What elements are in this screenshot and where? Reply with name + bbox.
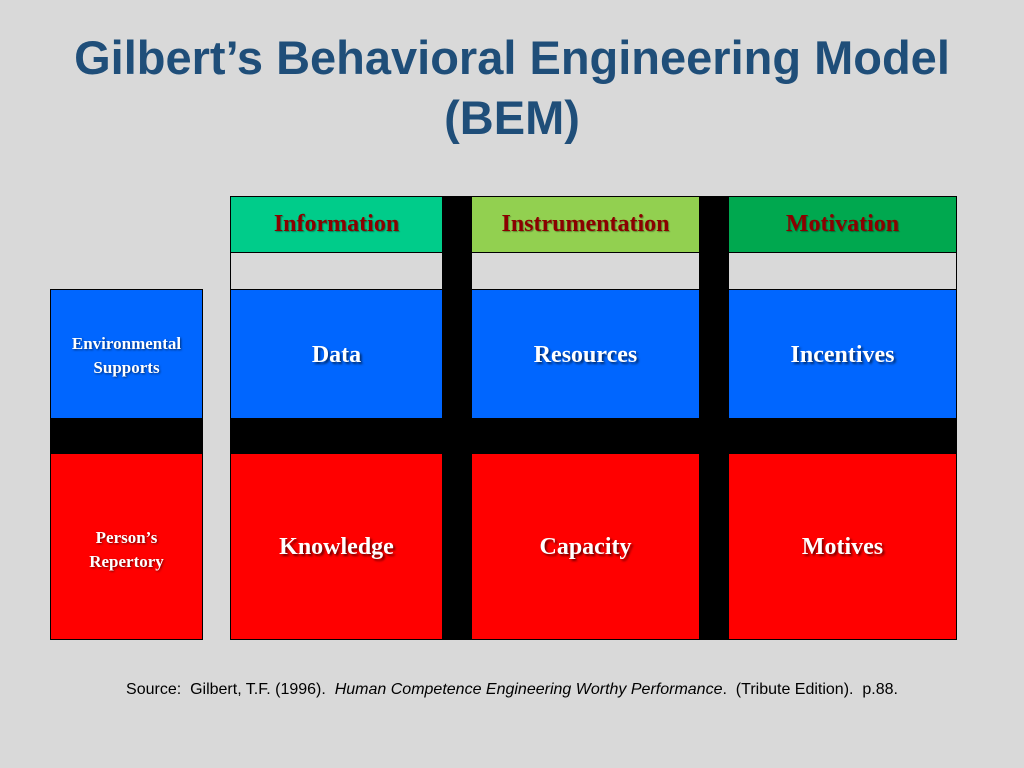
cell-label: Data [311, 342, 362, 368]
cell-data: Data [230, 289, 443, 419]
row-label-line: Environmental [71, 334, 182, 353]
cell-label: Resources [533, 342, 638, 368]
column-header-label: Instrumentation [501, 211, 670, 237]
title-line-1: Gilbert’s Behavioral Engineering Model [74, 31, 950, 84]
cell-label: Knowledge [279, 534, 394, 560]
title-line-2: (BEM) [444, 91, 580, 144]
cell-knowledge: Knowledge [230, 453, 443, 640]
column-header-motivation: Motivation [728, 196, 957, 253]
cell-capacity: Capacity [471, 453, 700, 640]
row-label-line: Repertory [89, 552, 164, 571]
row-label-line: Supports [93, 358, 160, 377]
column-header-information: Information [230, 196, 443, 253]
row-label-environmental-supports: Environmental Supports [50, 289, 203, 419]
source-work-title: Human Competence Engineering Worthy Perf… [334, 681, 723, 698]
spacer-cell [471, 252, 700, 290]
row-separator-label [50, 418, 203, 454]
cell-label: Capacity [539, 534, 632, 560]
row-separator-grid [230, 418, 957, 454]
source-prefix: Source: Gilbert, T.F. (1996). [126, 681, 335, 698]
cell-label: Motives [801, 534, 884, 560]
column-header-label: Motivation [785, 211, 900, 237]
source-citation: Source: Gilbert, T.F. (1996). Human Comp… [0, 681, 1024, 699]
cell-label: Incentives [790, 342, 895, 368]
slide-title: Gilbert’s Behavioral Engineering Model (… [0, 28, 1024, 148]
source-suffix: . (Tribute Edition). p.88. [722, 681, 898, 698]
spacer-cell [230, 252, 443, 290]
spacer-cell [728, 252, 957, 290]
row-label-line: Person’s [95, 528, 158, 547]
row-label-persons-repertory: Person’s Repertory [50, 453, 203, 640]
cell-motives: Motives [728, 453, 957, 640]
column-header-instrumentation: Instrumentation [471, 196, 700, 253]
column-header-label: Information [273, 211, 400, 237]
cell-resources: Resources [471, 289, 700, 419]
cell-incentives: Incentives [728, 289, 957, 419]
